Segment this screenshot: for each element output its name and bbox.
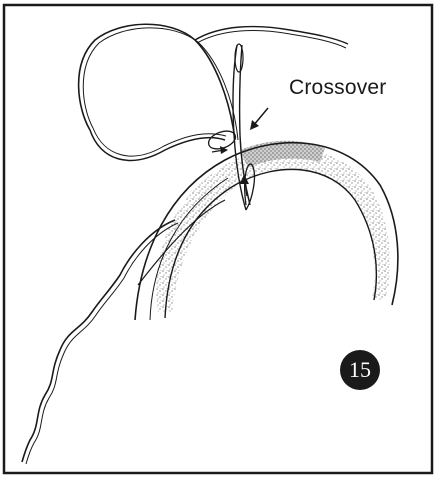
vessel-band <box>157 148 391 312</box>
crossover-arrow-top <box>250 108 268 130</box>
step-number-badge: 15 <box>340 350 380 390</box>
suture-strand-left <box>90 130 225 160</box>
suture-tail-long <box>22 220 175 462</box>
crossover-label: Crossover <box>289 76 387 100</box>
suture-tail-top-inner <box>197 31 346 48</box>
suture-loop-inner <box>83 28 238 140</box>
needle-eye <box>235 44 243 72</box>
suture-tail-long-inner <box>26 223 178 464</box>
suture-strand-left-inner <box>93 128 226 156</box>
suture-loop <box>79 24 235 140</box>
